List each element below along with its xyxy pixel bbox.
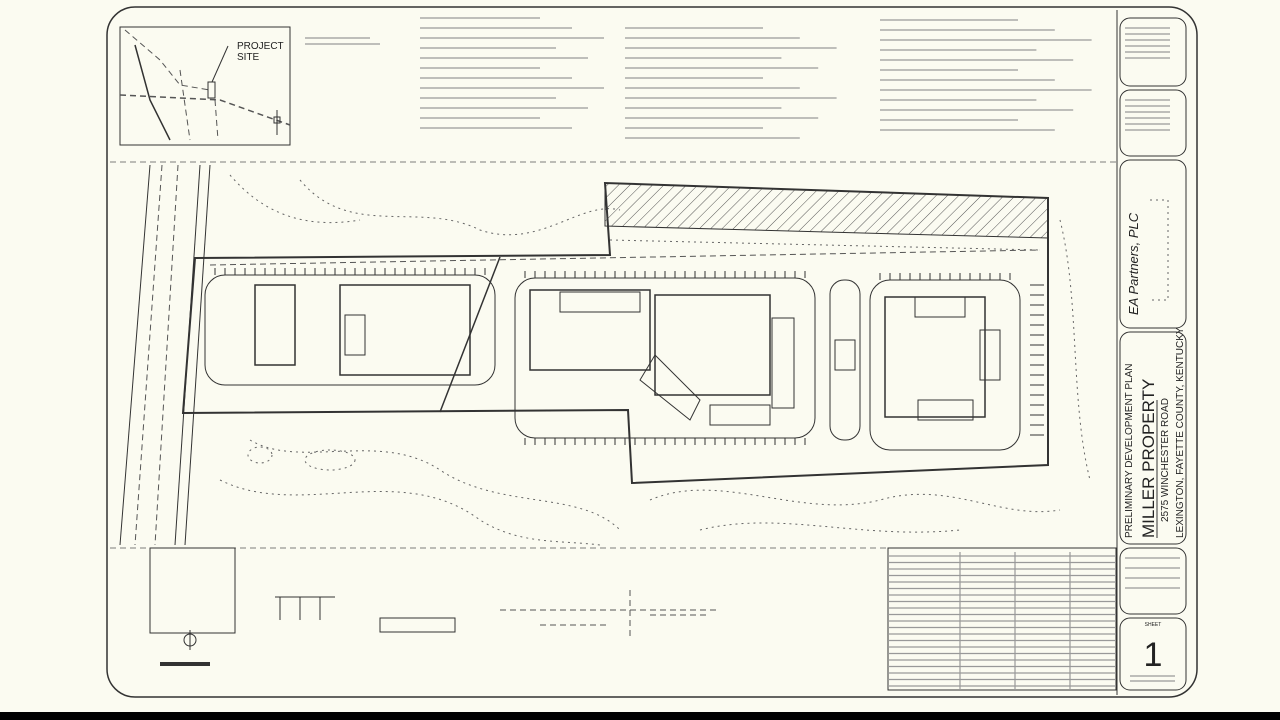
revision-panel (1119, 547, 1187, 615)
vicinity-map: PROJECT SITE (119, 26, 291, 146)
contour-lines (219, 174, 1091, 546)
general-notes (305, 17, 1092, 139)
owner-panel (1119, 17, 1187, 87)
north-arrow-icon (183, 630, 197, 650)
project-site-label-2: SITE (237, 52, 260, 63)
winchester-road (119, 164, 211, 546)
scale-bar (160, 662, 210, 666)
project-address: 2575 WINCHESTER ROAD (1160, 398, 1171, 522)
parking-areas (204, 268, 1044, 451)
project-location: LEXINGTON, FAYETTE COUNTY, KENTUCKY (1175, 327, 1186, 538)
project-site-label-1: PROJECT (237, 41, 284, 52)
property-boundary (181, 181, 1049, 485)
north-arrow-icon (273, 110, 281, 135)
sheet-label: SHEET (1145, 622, 1162, 628)
project-panel (1119, 331, 1187, 545)
plan-type: PRELIMINARY DEVELOPMENT PLAN (1124, 363, 1135, 538)
developer-panel (1119, 89, 1187, 157)
detail-drawings (149, 547, 720, 666)
sheet-panel (1119, 617, 1187, 691)
firm-logo-text: EA Partners, PLC (1126, 212, 1141, 315)
firm-panel (1119, 159, 1187, 329)
buildings (254, 284, 1001, 426)
site-data-table (887, 547, 1117, 691)
project-name: MILLER PROPERTY (1139, 379, 1158, 538)
sheet-number: 1 (1144, 636, 1163, 674)
sheet-border (106, 6, 1198, 698)
